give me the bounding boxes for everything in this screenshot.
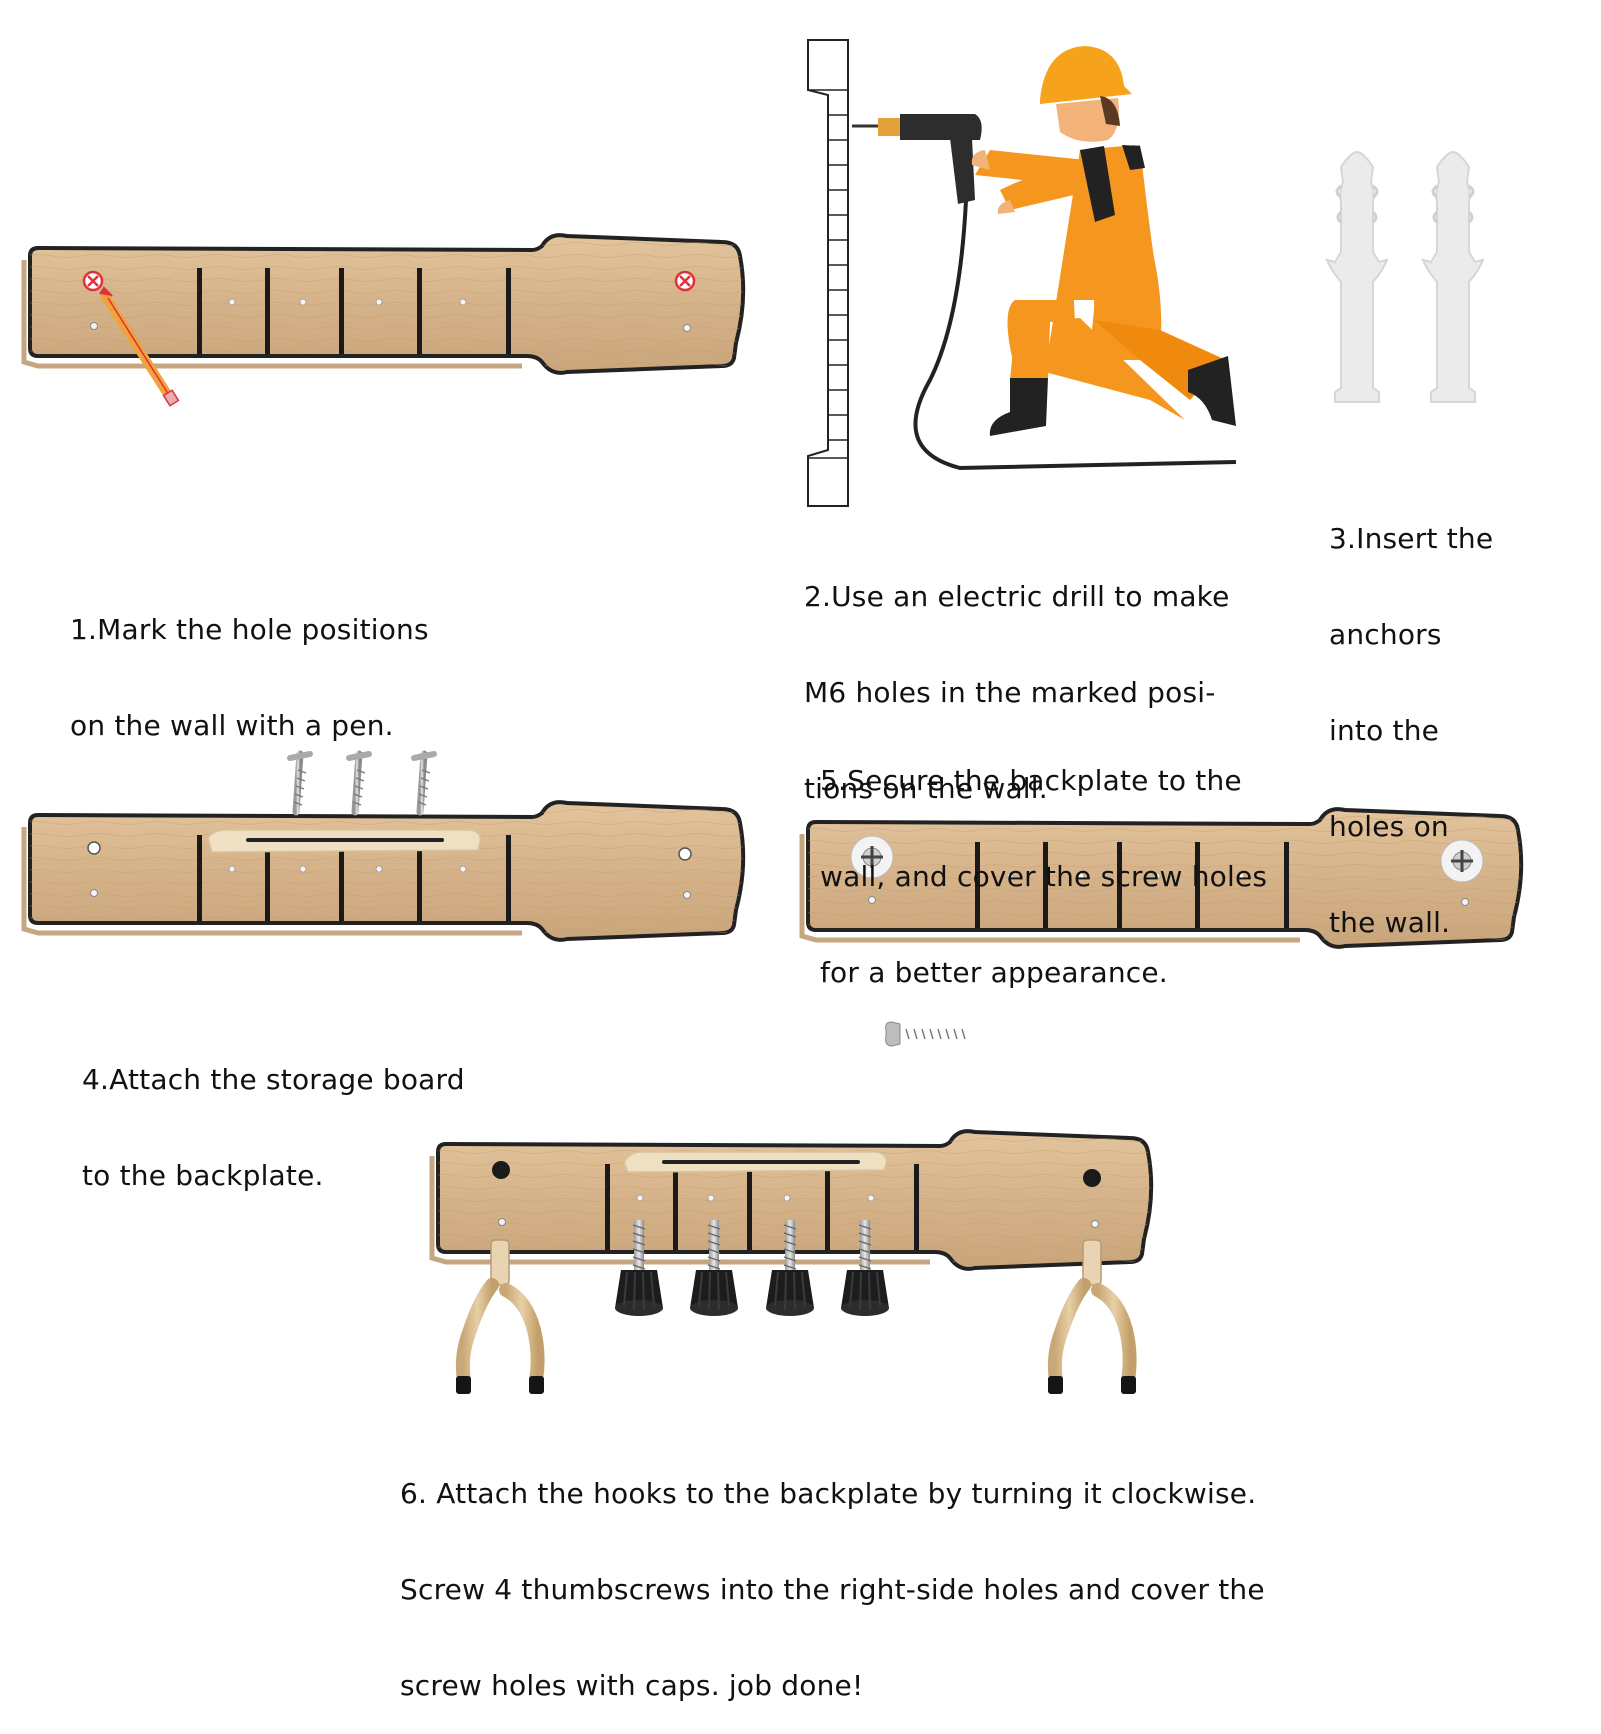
cap-covered-hole-icon: [492, 1161, 510, 1179]
pencil-icon: [99, 286, 180, 407]
screw-hole-icon: [678, 847, 692, 861]
caption-line: wall, and cover the screw holes: [820, 860, 1268, 893]
caption-line: for a better appearance.: [820, 956, 1168, 989]
caption-line: the wall.: [1329, 906, 1451, 939]
screw-head-left-icon: [850, 835, 894, 879]
screw-hole-icon: [87, 841, 101, 855]
step4-illustration: [24, 754, 743, 940]
backplate-board-step1: [24, 235, 743, 373]
backplate-board-step4: [24, 802, 743, 940]
step2-caption: 2.Use an electric drill to make M6 holes…: [804, 517, 1230, 837]
instruction-sheet: 1.Mark the hole positions on the wall wi…: [0, 39, 1601, 1702]
caption-line: tions on the wall.: [804, 772, 1048, 805]
caption-line: 3.Insert the: [1329, 522, 1494, 555]
caption-line: holes on: [1329, 810, 1449, 843]
step1-illustration: [24, 235, 743, 407]
screw-head-right-icon: [1440, 839, 1484, 883]
caption-line: 1.Mark the hole positions: [70, 613, 429, 646]
caption-line: into the: [1329, 714, 1440, 747]
caption-line: Screw 4 thumbscrews into the right-side …: [400, 1573, 1265, 1606]
wall-anchor-icon: [1325, 150, 1389, 404]
step3-caption: 3.Insert the anchors into the holes on t…: [1329, 459, 1493, 971]
step6-caption: 6. Attach the hooks to the backplate by …: [400, 1414, 1265, 1734]
step2-illustration: [807, 39, 1237, 507]
step6-illustration: [432, 1131, 1151, 1394]
wall-anchor-icon: [1421, 150, 1485, 404]
loose-screw-icon: [885, 1021, 977, 1047]
instruction-illustrations: [0, 39, 1601, 1601]
caption-line: screw holes with caps. job done!: [400, 1669, 864, 1702]
step4-caption: 4.Attach the storage board to the backpl…: [82, 1000, 465, 1224]
hole-mark-right-icon: [674, 270, 696, 292]
storage-board-icon: [207, 829, 482, 853]
caption-line: 2.Use an electric drill to make: [804, 580, 1230, 613]
wall-section-icon: [807, 39, 849, 507]
storage-board-icon: [623, 1151, 888, 1173]
step1-caption: 1.Mark the hole positions on the wall wi…: [70, 550, 429, 774]
step5-caption: 5.Secure the backplate to the wall, and …: [820, 701, 1267, 1021]
step3-illustration: [1325, 150, 1485, 404]
caption-line: anchors: [1329, 618, 1442, 651]
caption-line: 4.Attach the storage board: [82, 1063, 465, 1096]
step5-illustration: [802, 809, 1521, 1047]
caption-line: to the backplate.: [82, 1159, 324, 1192]
caption-line: 6. Attach the hooks to the backplate by …: [400, 1477, 1257, 1510]
hole-mark-left-icon: [82, 270, 104, 292]
caption-line: M6 holes in the marked posi-: [804, 676, 1216, 709]
cap-covered-hole-icon: [1083, 1169, 1101, 1187]
caption-line: 5.Secure the backplate to the: [820, 764, 1242, 797]
worker-with-drill-icon: [852, 46, 1237, 471]
caption-line: on the wall with a pen.: [70, 709, 394, 742]
